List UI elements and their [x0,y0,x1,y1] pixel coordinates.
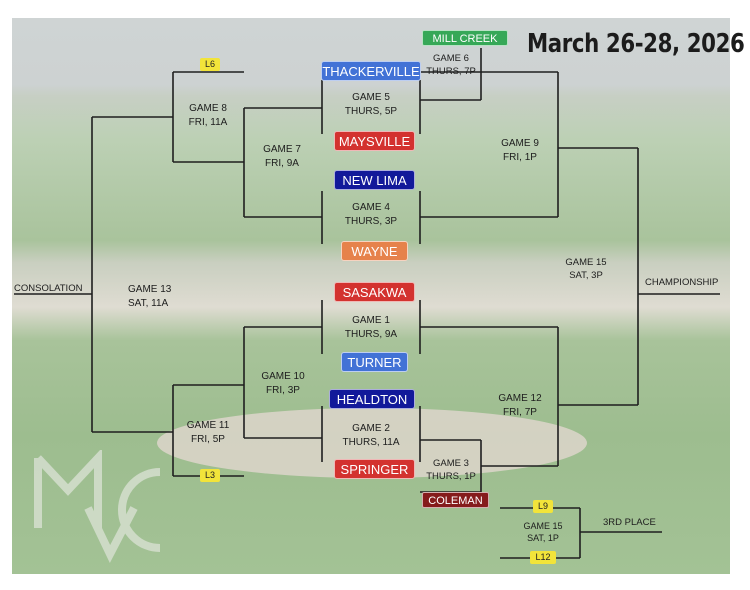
team-healdton: HEALDTON [329,389,415,409]
team-sasakwa: SASAKWA [334,282,415,302]
tag-loser-6: L6 [200,58,220,71]
tag-loser-9: L9 [533,500,553,513]
team-maysville: MAYSVILLE [334,131,415,151]
team-mill-creek: MILL CREEK [422,30,508,46]
third-place-label: 3RD PLACE [603,517,656,528]
team-coleman: COLEMAN [422,492,489,508]
team-new-lima: NEW LIMA [334,170,415,190]
mc-logo [34,450,161,563]
tournament-dates: March 26-28, 2026 [527,29,745,59]
team-thackerville: THACKERVILLE [321,61,421,81]
tag-loser-3: L3 [200,469,220,482]
team-turner: TURNER [341,352,408,372]
team-wayne: WAYNE [341,241,408,261]
ballfield-background [12,18,730,574]
championship-label: CHAMPIONSHIP [645,277,719,288]
team-springer: SPRINGER [334,459,415,479]
tag-loser-12: L12 [530,551,556,564]
consolation-label: CONSOLATION [14,283,83,294]
